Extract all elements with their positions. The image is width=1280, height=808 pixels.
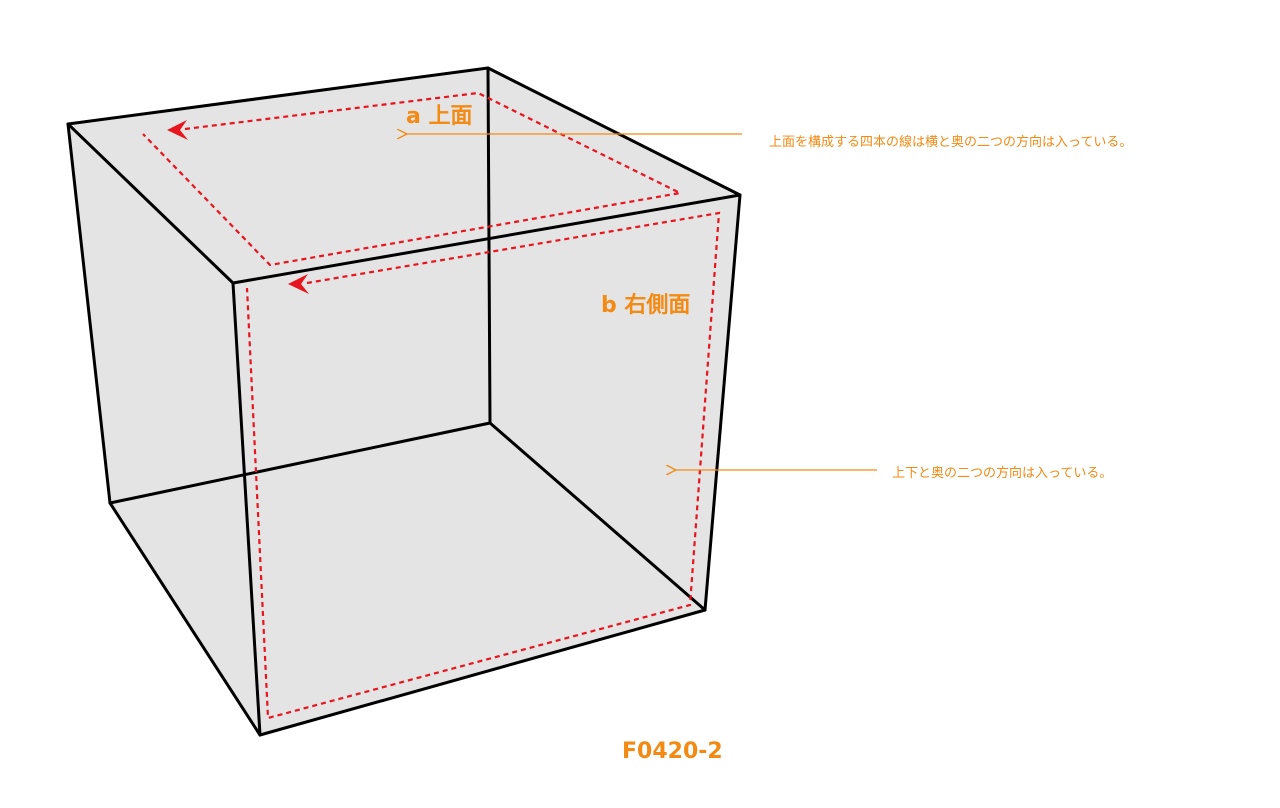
cube-edge-front-bottom [258, 608, 707, 737]
side-face-note: 上下と奥の二つの方向は入っている。 [892, 466, 1113, 481]
cube-edge-front-left-vertical [231, 281, 262, 737]
front-face-dashed-loop [245, 211, 721, 720]
top-face-note: 上面を構成する四本の線は横と奥の二つの方向は入っている。 [769, 135, 1133, 150]
face-label-a: a 上面 [406, 104, 473, 129]
cube-edge-bottom-right [488, 421, 707, 612]
cube-edge-back-vertical [486, 66, 492, 425]
top-face-arrowhead [167, 120, 188, 140]
cube-edge-left-vertical [66, 122, 112, 505]
figure-id: F0420-2 [622, 739, 723, 764]
cube-edge-front-right-vertical [703, 193, 742, 612]
cube-bottom-face [110, 423, 705, 735]
cube-edge-back-bottom [108, 421, 492, 505]
cube-edges [66, 66, 742, 737]
face-label-b: b 右側面 [601, 293, 691, 318]
cube-edge-bottom-left [108, 501, 262, 737]
cube-top-face [68, 68, 740, 283]
front-face-arrowhead [288, 274, 309, 294]
